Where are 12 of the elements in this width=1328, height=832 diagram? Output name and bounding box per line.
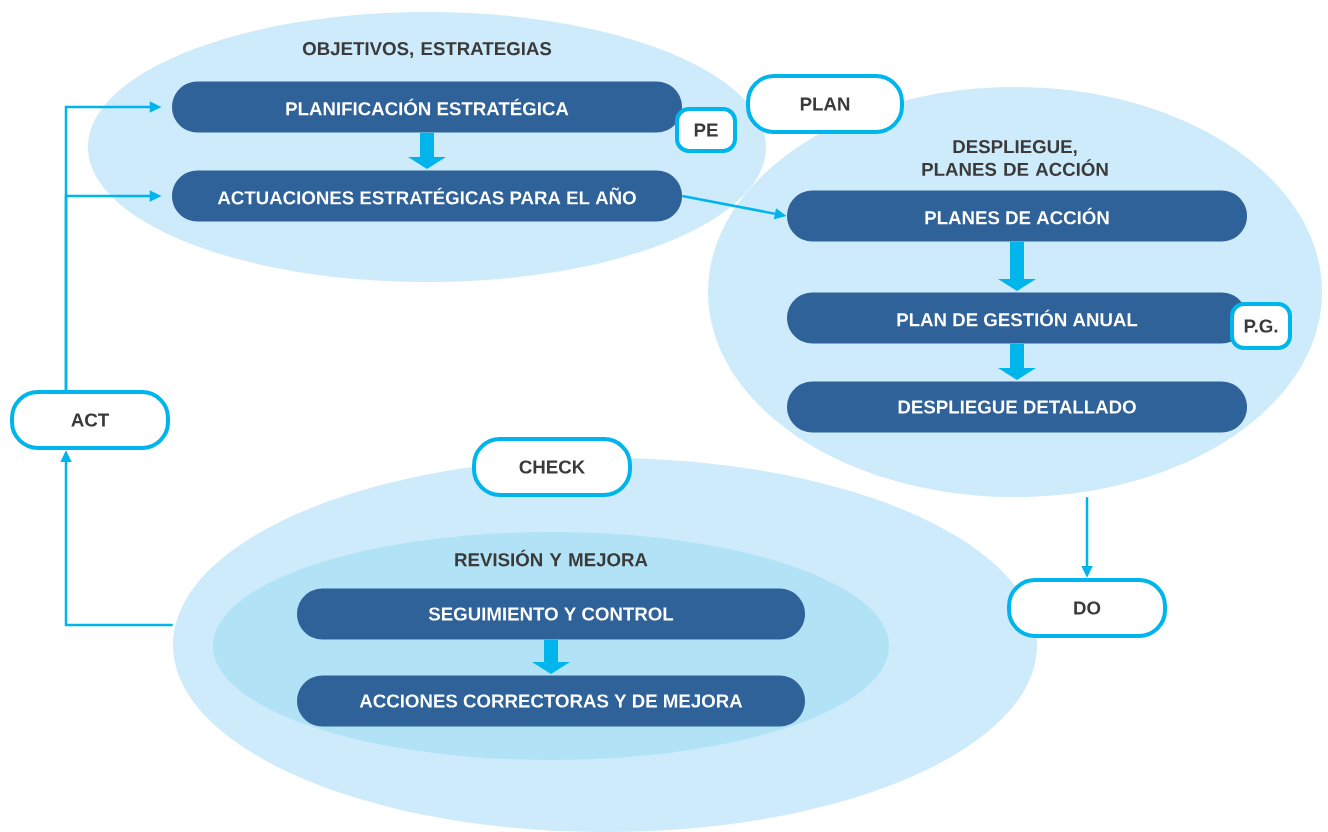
tag-badge: P.G. <box>1230 302 1292 350</box>
process-box: ACTUACIONES ESTRATÉGICAS PARA EL AÑO <box>172 170 682 222</box>
process-box: SEGUIMIENTO Y CONTROL <box>297 588 805 640</box>
phase-badge: DO <box>1007 578 1167 638</box>
process-box: PLANIFICACIÓN ESTRATÉGICA <box>172 81 682 133</box>
phase-badge: PLAN <box>746 74 904 134</box>
phase-badge: ACT <box>10 390 170 450</box>
phase-badge: CHECK <box>472 437 632 497</box>
process-box: PLANES DE ACCIÓN <box>787 190 1247 242</box>
process-box: ACCIONES CORRECTORAS Y DE MEJORA <box>297 675 805 727</box>
process-box: DESPLIEGUE DETALLADO <box>787 381 1247 433</box>
tag-badge: PE <box>675 107 737 153</box>
